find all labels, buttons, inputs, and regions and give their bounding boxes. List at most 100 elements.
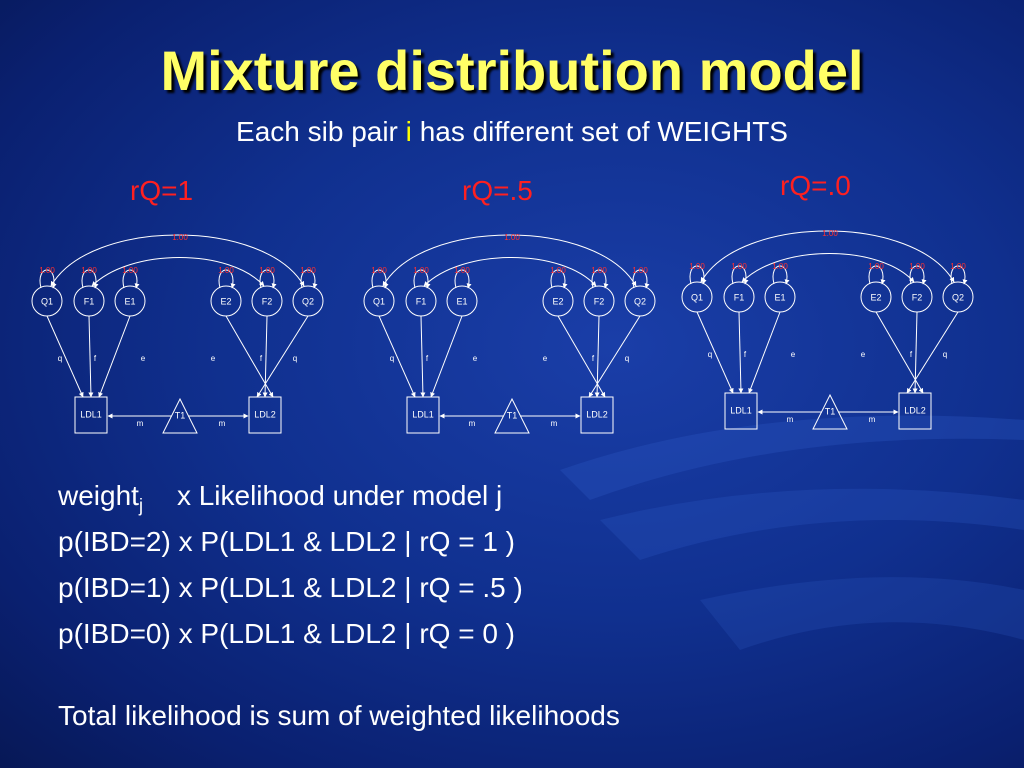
page-title: Mixture distribution model	[160, 39, 864, 102]
variance-loop	[454, 269, 472, 289]
variance-label: 1.00	[39, 266, 55, 275]
variance-loop	[772, 265, 790, 285]
total-likelihood: Total likelihood is sum of weighted like…	[58, 700, 620, 731]
variance-label: 1.00	[772, 262, 788, 271]
variance-loop	[689, 265, 707, 285]
weight-subscript: j	[138, 495, 143, 516]
variance-loop	[371, 269, 389, 289]
rq-label-3: rQ=.0	[780, 170, 851, 201]
latent-node-label: F1	[416, 296, 427, 306]
variance-label: 1.00	[413, 266, 429, 275]
weight-line: weightj x Likelihood under model j	[58, 480, 502, 517]
regression-path	[256, 315, 309, 398]
mean-path-label: m	[787, 415, 794, 424]
variance-loop	[81, 269, 99, 289]
equation-line-1: p(IBD=2) x P(LDL1 & LDL2 | rQ = 1 )	[58, 526, 516, 557]
equation-line-3: p(IBD=0) x P(LDL1 & LDL2 | rQ = 0 )	[58, 618, 516, 649]
rq-label-2: rQ=.5	[462, 175, 533, 206]
variance-label: 1.00	[550, 266, 566, 275]
mean-node-label: T1	[175, 410, 186, 420]
path-label: e	[791, 350, 796, 359]
observed-node	[406, 396, 440, 434]
family-arc	[91, 257, 265, 287]
variance-label: 1.00	[950, 262, 966, 271]
subtitle-suffix: has different set of WEIGHTS	[419, 116, 788, 147]
path-label: f	[910, 350, 913, 359]
observed-node	[580, 396, 614, 434]
variance-loop	[300, 269, 318, 289]
observed-node-label: LDL1	[80, 409, 102, 419]
observed-node-label: LDL2	[904, 405, 926, 415]
variance-label: 1.00	[909, 262, 925, 271]
latent-node-label: Q1	[691, 292, 703, 302]
observed-node-label: LDL2	[586, 409, 608, 419]
variance-label: 1.00	[731, 262, 747, 271]
variance-loop	[868, 265, 886, 285]
path-diagram-svg-2: 1.001.00Q1q1.00F1f1.00E1e1.00E2e1.00F2f1…	[363, 233, 656, 434]
variance-label: 1.00	[218, 266, 234, 275]
variance-label: 1.00	[371, 266, 387, 275]
latent-node-label: F2	[262, 296, 273, 306]
path-label: q	[390, 354, 394, 363]
covariance-label: 1.00	[504, 233, 520, 242]
variance-label: 1.00	[454, 266, 470, 275]
latent-node-label: E1	[456, 296, 467, 306]
variance-label: 1.00	[122, 266, 138, 275]
covariance-arc	[382, 234, 637, 287]
covariance-arc	[50, 234, 305, 287]
path-label: f	[744, 350, 747, 359]
latent-node-label: Q1	[41, 296, 53, 306]
observed-node	[248, 396, 282, 434]
observed-node-label: LDL1	[412, 409, 434, 419]
path-label: f	[426, 354, 429, 363]
regression-path	[906, 311, 959, 394]
latent-node-label: E2	[870, 292, 881, 302]
path-label: e	[861, 350, 866, 359]
observed-node	[898, 392, 932, 430]
variance-label: 1.00	[868, 262, 884, 271]
mean-node-label: T1	[825, 406, 836, 416]
mean-node-label: T1	[507, 410, 518, 420]
variance-label: 1.00	[259, 266, 275, 275]
latent-node-label: Q1	[373, 296, 385, 306]
weight-rest: x Likelihood under model j	[176, 480, 503, 511]
observed-node	[724, 392, 758, 430]
mean-path-label: m	[219, 419, 226, 428]
variance-loop	[909, 265, 927, 285]
path-label: q	[625, 354, 629, 363]
variance-loop	[632, 269, 650, 289]
variance-label: 1.00	[632, 266, 648, 275]
family-arc	[741, 253, 915, 283]
latent-node-label: F2	[912, 292, 923, 302]
mean-path-label: m	[469, 419, 476, 428]
variance-label: 1.00	[300, 266, 316, 275]
regression-path	[696, 311, 734, 394]
variance-loop	[218, 269, 236, 289]
path-diagram-svg-1: 1.001.00Q1q1.00F1f1.00E1e1.00E2e1.00F2f1…	[31, 233, 324, 434]
variance-loop	[550, 269, 568, 289]
regression-path	[46, 315, 84, 398]
weight-word: weight	[58, 480, 139, 511]
path-label: q	[58, 354, 62, 363]
latent-node-label: E2	[220, 296, 231, 306]
variance-loop	[591, 269, 609, 289]
variance-loop	[122, 269, 140, 289]
mean-path-label: m	[869, 415, 876, 424]
regression-path	[588, 315, 641, 398]
path-label: f	[94, 354, 97, 363]
path-label: f	[592, 354, 595, 363]
mean-path-label: m	[551, 419, 558, 428]
variance-loop	[731, 265, 749, 285]
covariance-arc	[700, 230, 955, 283]
latent-node-label: E1	[124, 296, 135, 306]
path-label: e	[211, 354, 216, 363]
subtitle-highlight: i	[405, 116, 412, 147]
regression-path	[98, 315, 131, 398]
regression-path	[430, 315, 463, 398]
latent-node-label: F1	[84, 296, 95, 306]
regression-path	[378, 315, 416, 398]
